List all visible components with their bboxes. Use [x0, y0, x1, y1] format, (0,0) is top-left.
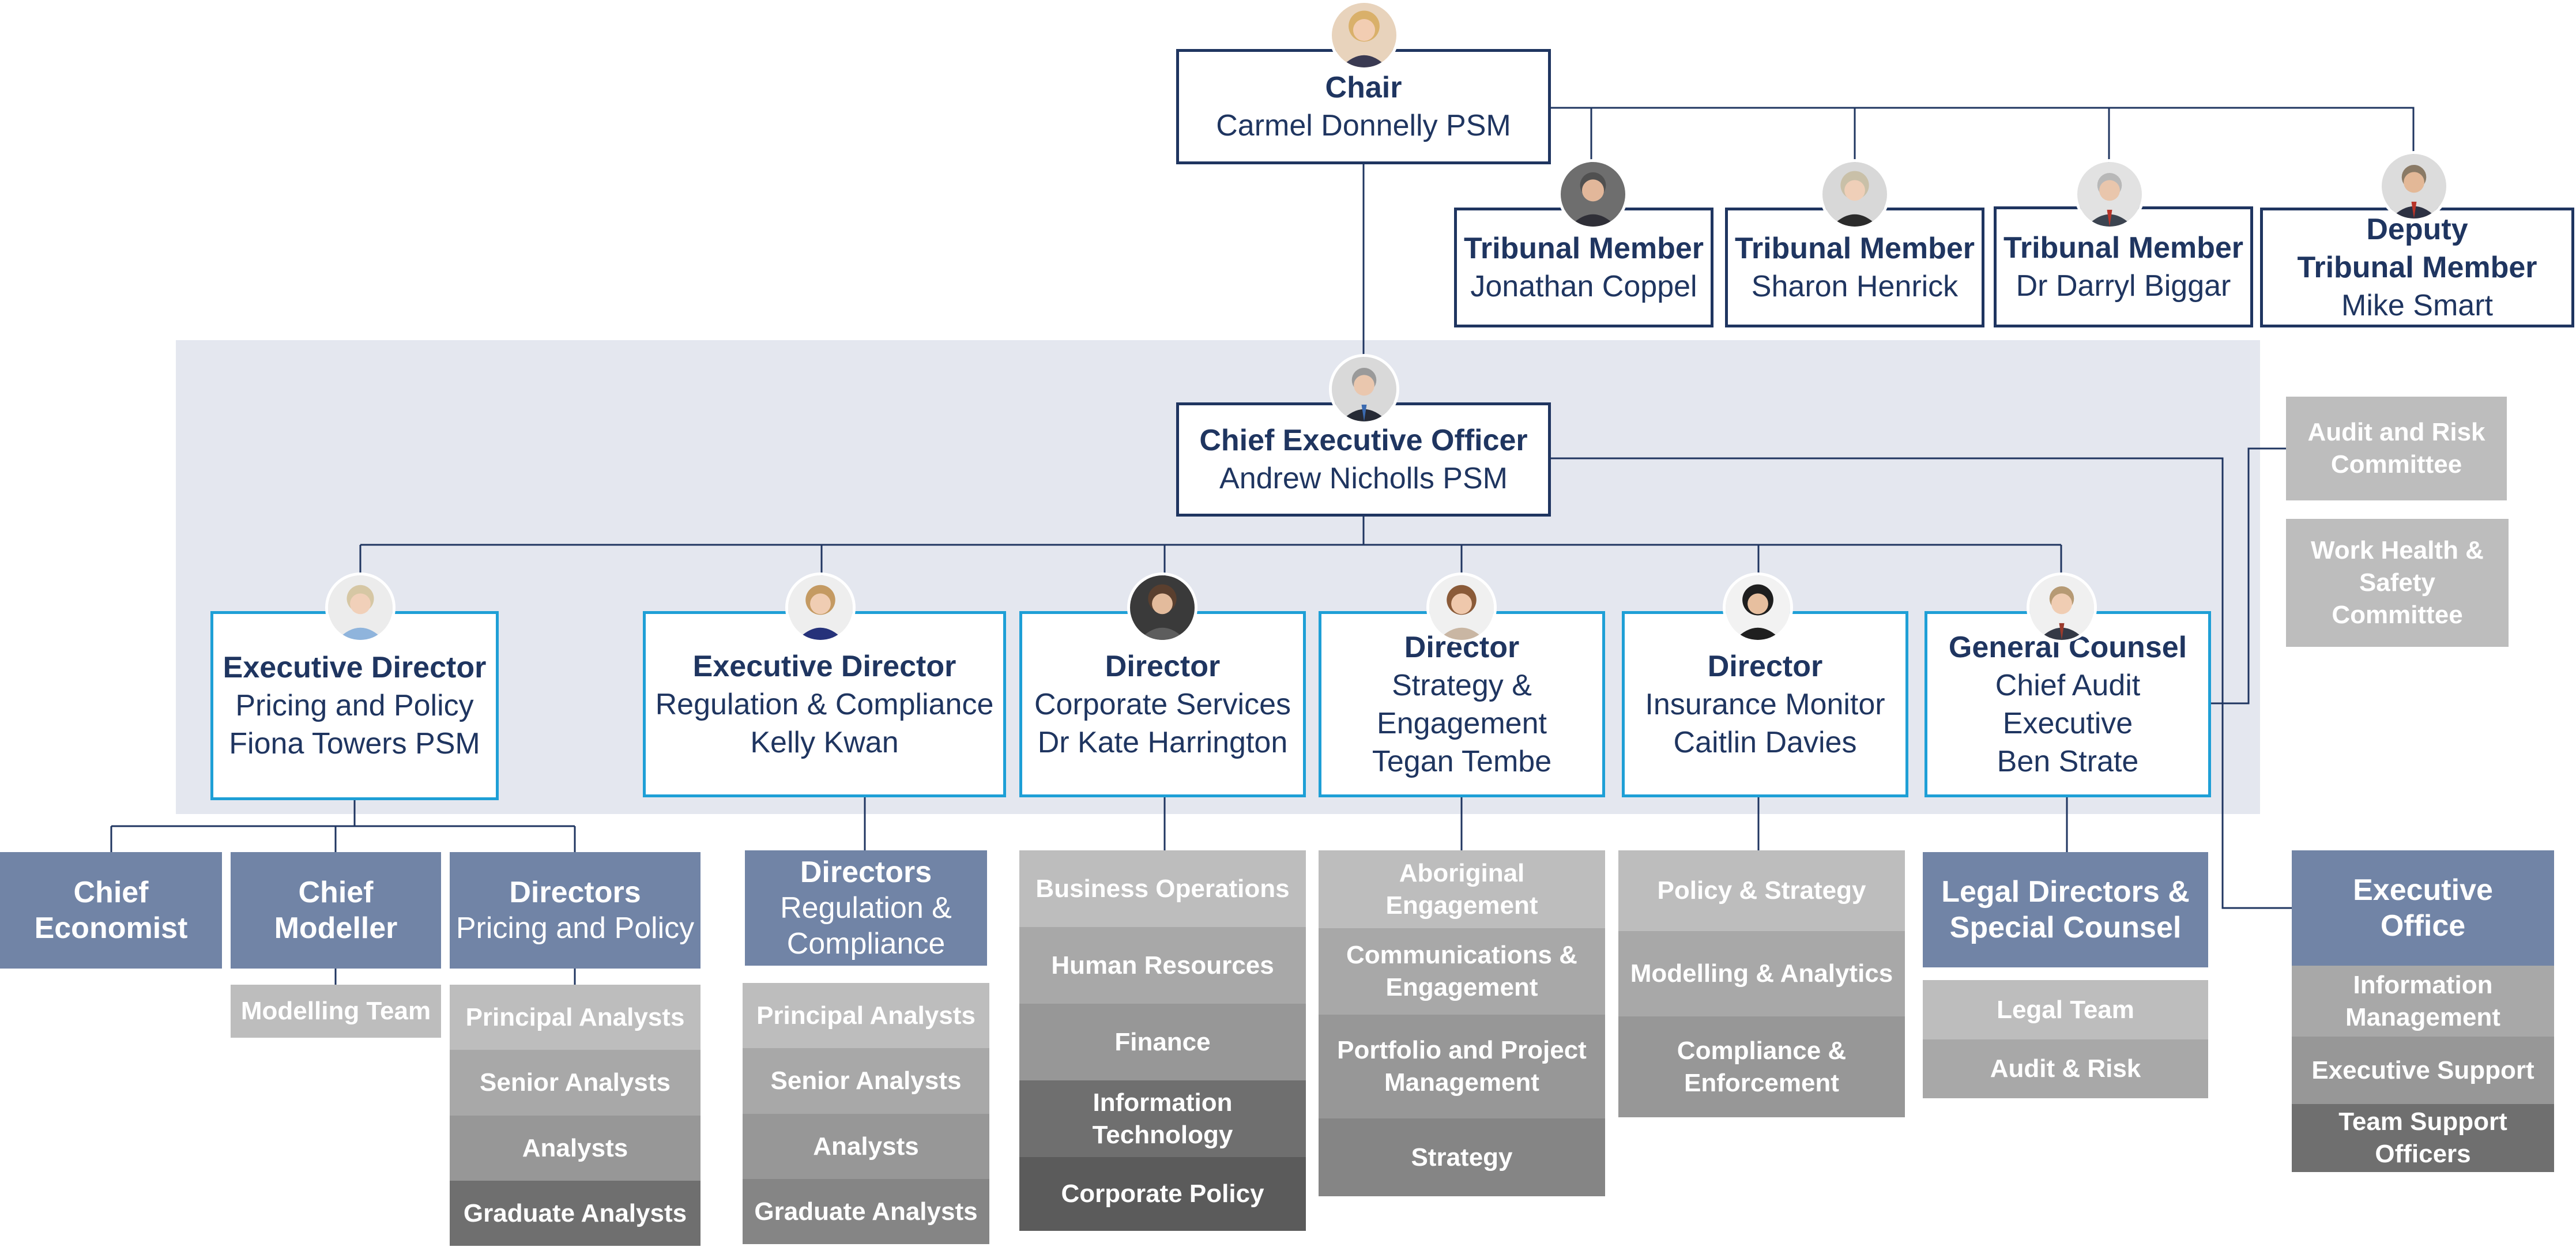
- person-photo-icon: [2027, 572, 2097, 643]
- director-line2: Kelly Kwan: [750, 725, 899, 759]
- deputy-role-line2: Tribunal Member: [2297, 251, 2537, 284]
- insurance-team-modelling: Modelling & Analytics: [1618, 931, 1905, 1016]
- chief-economist-tile: Chief Economist: [0, 852, 222, 969]
- corporate-team-finance: Finance: [1019, 1004, 1306, 1080]
- director-line1: Chief Audit: [1995, 668, 2141, 702]
- tribunal-member-role: Tribunal Member: [1463, 232, 1704, 265]
- directors-pricing-tile: Directors Pricing and Policy: [450, 852, 701, 969]
- modelling-team-tile: Modelling Team: [231, 985, 441, 1038]
- exec-team-support-officers: Team Support Officers: [2292, 1104, 2554, 1172]
- director-role: Executive Director: [692, 649, 956, 683]
- insurance-team-compliance: Compliance & Enforcement: [1618, 1016, 1905, 1117]
- tribunal-member-role: Tribunal Member: [1734, 232, 1975, 265]
- director-line1: Strategy &: [1392, 668, 1532, 702]
- director-line1: Corporate Services: [1034, 687, 1291, 721]
- tribunal-member-name: Jonathan Coppel: [1470, 270, 1697, 303]
- person-photo-icon: [785, 572, 856, 643]
- director-line3: Ben Strate: [1997, 744, 2139, 778]
- strategy-team-aboriginal: Aboriginal Engagement: [1319, 850, 1605, 928]
- director-line2: Dr Kate Harrington: [1037, 725, 1288, 759]
- whs-committee: Work Health & Safety Committee: [2286, 519, 2509, 647]
- strategy-team-comms: Communications & Engagement: [1319, 928, 1605, 1015]
- chair-name: Carmel Donnelly PSM: [1216, 109, 1511, 142]
- exec-team-info-mgmt: Information Management: [2292, 966, 2554, 1037]
- person-photo-icon: [1329, 354, 1399, 424]
- regulation-team-principal: Principal Analysts: [743, 983, 989, 1048]
- director-pricing-card: Executive Director Pricing and Policy Fi…: [210, 611, 499, 800]
- person-photo-icon: [1127, 572, 1197, 643]
- corporate-team-it: Information Technology: [1019, 1080, 1306, 1157]
- director-line2: Engagement: [1377, 706, 1547, 740]
- legal-directors-tile: Legal Directors & Special Counsel: [1923, 852, 2208, 967]
- person-photo-icon: [1426, 572, 1497, 643]
- director-line2: Executive: [2002, 706, 2133, 740]
- tribunal-member-name: Dr Darryl Biggar: [2016, 269, 2231, 303]
- director-line1: Pricing and Policy: [235, 689, 474, 722]
- directors-regulation-sub: Regulation & Compliance: [780, 891, 952, 960]
- pricing-team-graduate: Graduate Analysts: [450, 1181, 701, 1246]
- audit-risk-team-tile: Audit & Risk: [1923, 1039, 2208, 1098]
- audit-risk-committee: Audit and Risk Committee: [2286, 397, 2507, 500]
- pricing-team-analysts: Analysts: [450, 1116, 701, 1181]
- directors-regulation-title: Directors: [800, 856, 932, 889]
- strategy-team-strategy: Strategy: [1319, 1118, 1605, 1196]
- deputy-name: Mike Smart: [2341, 289, 2493, 322]
- general-counsel-card: General Counsel Chief Audit Executive Be…: [1925, 611, 2211, 797]
- corporate-team-business-ops: Business Operations: [1019, 850, 1306, 927]
- person-photo-icon: [1820, 159, 1890, 229]
- regulation-team-graduate: Graduate Analysts: [743, 1179, 989, 1244]
- tribunal-member-card-1: Tribunal Member Jonathan Coppel: [1454, 208, 1713, 327]
- director-line2: Caitlin Davies: [1673, 725, 1857, 759]
- deputy-tribunal-member-card: Deputy Tribunal Member Mike Smart: [2260, 208, 2574, 327]
- ceo-role: Chief Executive Officer: [1199, 424, 1528, 457]
- director-line2: Fiona Towers PSM: [229, 727, 480, 760]
- pricing-team-senior: Senior Analysts: [450, 1050, 701, 1116]
- person-photo-icon: [2074, 159, 2145, 229]
- chief-modeller-tile: Chief Modeller: [231, 852, 441, 969]
- director-line1: Regulation & Compliance: [655, 687, 994, 721]
- directors-regulation-tile: Directors Regulation & Compliance: [745, 850, 987, 966]
- director-line1: Insurance Monitor: [1645, 687, 1885, 721]
- directors-pricing-sub: Pricing and Policy: [455, 911, 695, 945]
- insurance-team-policy: Policy & Strategy: [1618, 850, 1905, 931]
- person-photo-icon: [2379, 151, 2449, 221]
- corporate-team-hr: Human Resources: [1019, 927, 1306, 1004]
- ceo-name: Andrew Nicholls PSM: [1219, 462, 1508, 495]
- tribunal-member-name: Sharon Henrick: [1751, 270, 1959, 303]
- director-role: Director: [1105, 649, 1221, 683]
- director-insurance-card: Director Insurance Monitor Caitlin Davie…: [1622, 611, 1908, 797]
- regulation-team-senior: Senior Analysts: [743, 1048, 989, 1114]
- person-photo-icon: [325, 572, 396, 643]
- exec-team-support: Executive Support: [2292, 1037, 2554, 1104]
- director-line3: Tegan Tembe: [1372, 744, 1552, 778]
- ceo-card: Chief Executive Officer Andrew Nicholls …: [1176, 402, 1551, 517]
- director-role: Executive Director: [223, 651, 487, 684]
- person-photo-icon: [1329, 0, 1399, 70]
- chair-role: Chair: [1325, 71, 1402, 104]
- person-photo-icon: [1558, 159, 1628, 229]
- regulation-team-analysts: Analysts: [743, 1114, 989, 1179]
- director-role: Director: [1707, 649, 1823, 683]
- pricing-team-principal: Principal Analysts: [450, 985, 701, 1050]
- legal-team-tile: Legal Team: [1923, 980, 2208, 1039]
- person-photo-icon: [1723, 572, 1793, 643]
- executive-office-tile: Executive Office: [2292, 850, 2554, 966]
- corporate-team-policy: Corporate Policy: [1019, 1157, 1306, 1231]
- directors-pricing-title: Directors: [509, 876, 641, 909]
- strategy-team-portfolio: Portfolio and Project Management: [1319, 1015, 1605, 1118]
- tribunal-member-role: Tribunal Member: [2003, 231, 2244, 265]
